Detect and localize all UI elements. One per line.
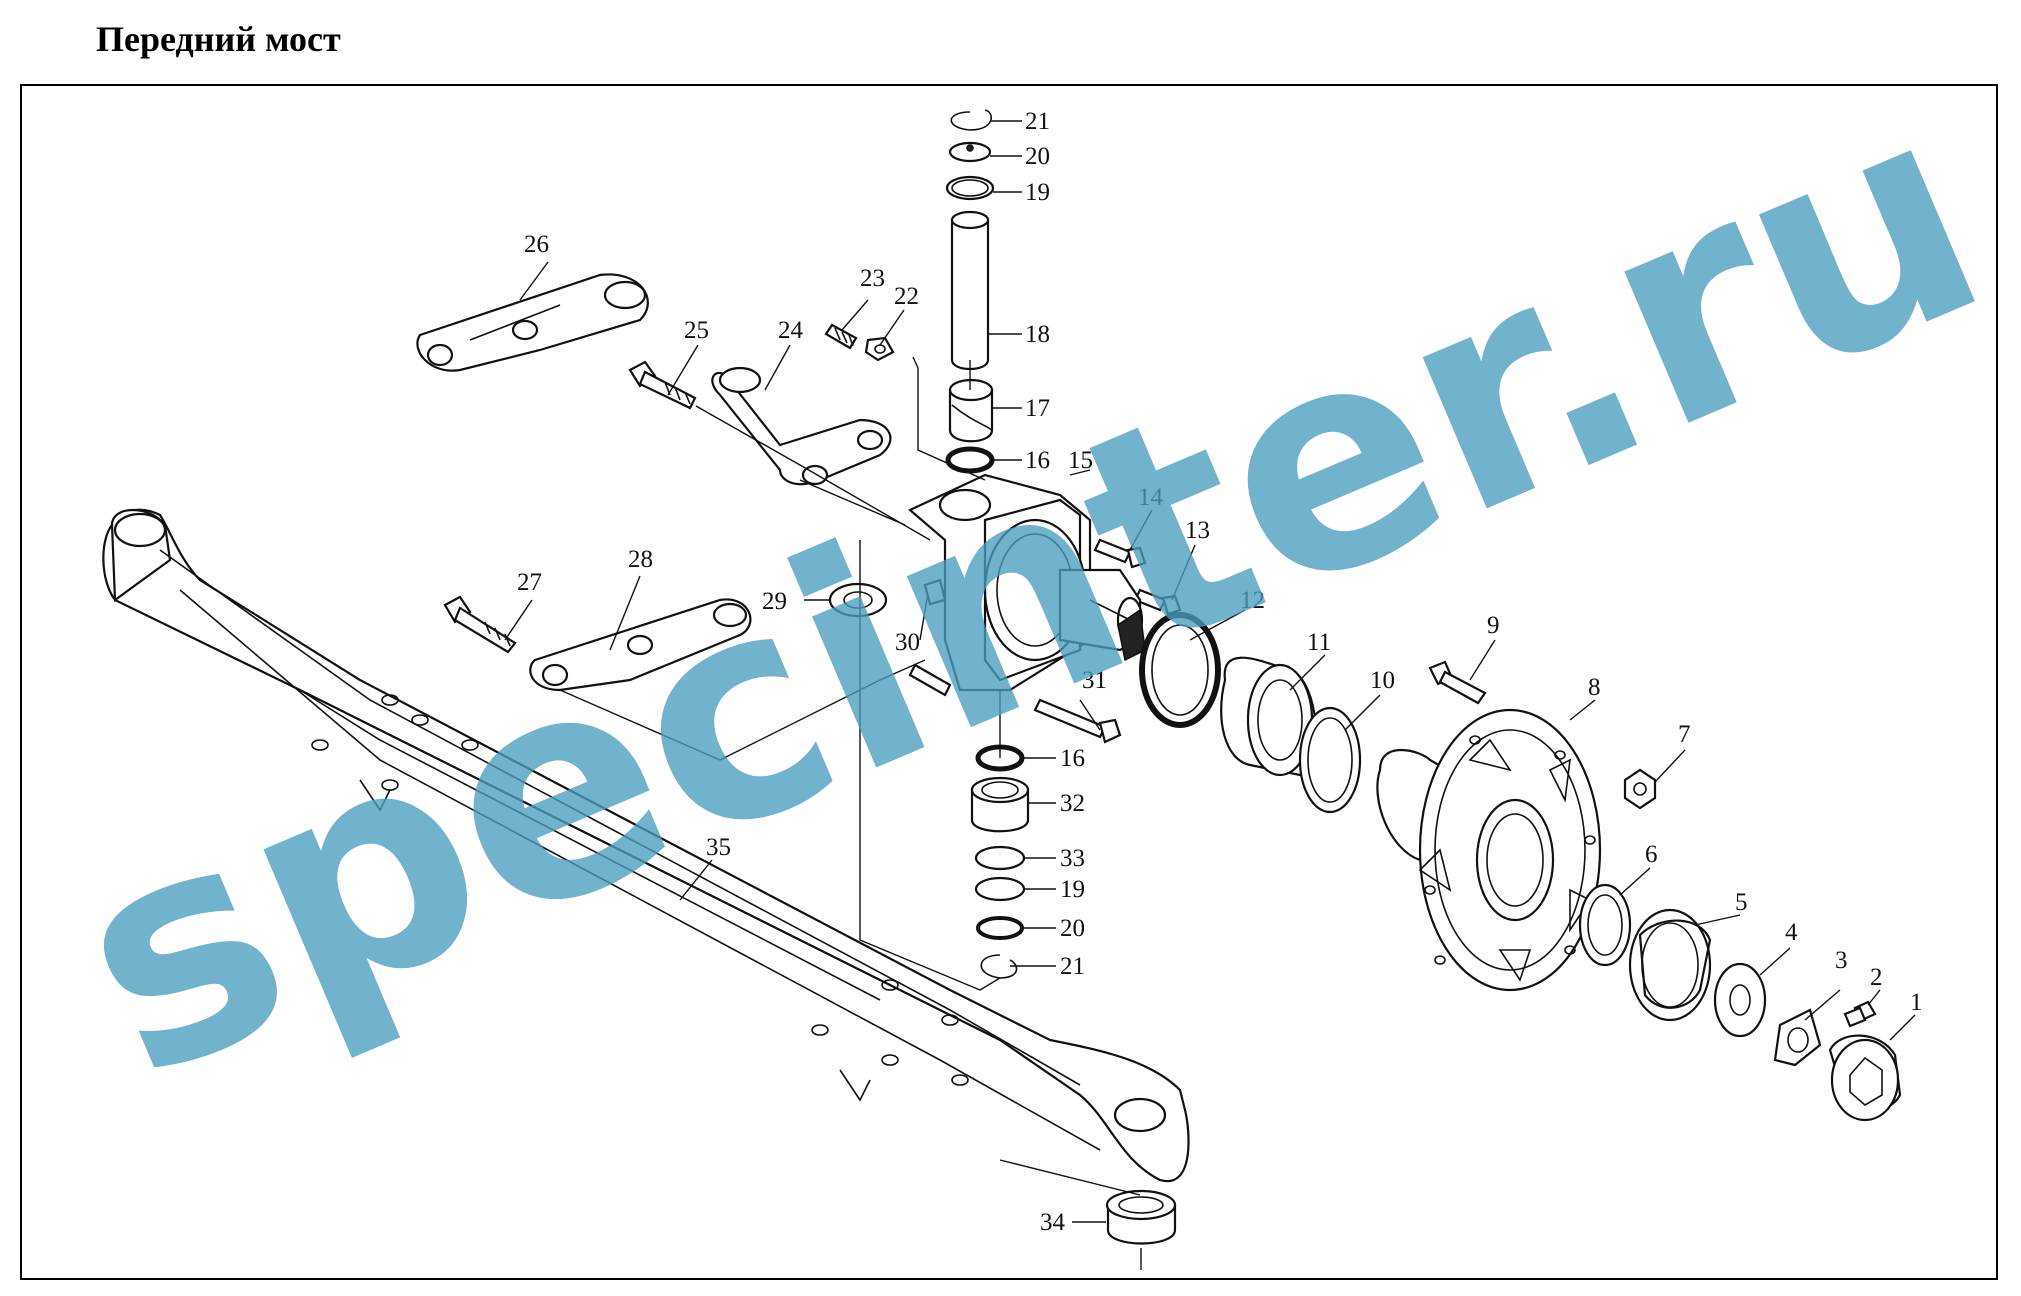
callout-30: 30 xyxy=(895,629,920,656)
callout-4: 4 xyxy=(1785,919,1798,946)
callout-11: 11 xyxy=(1307,629,1331,656)
washer-29 xyxy=(828,582,888,618)
washer-20-bottom xyxy=(976,916,1024,940)
callout-6: 6 xyxy=(1645,841,1658,868)
nut-7 xyxy=(1623,768,1657,810)
steering-knuckle xyxy=(907,473,1146,692)
callout-19-top: 19 xyxy=(1025,179,1050,206)
bolt-31 xyxy=(1033,698,1122,744)
spring-pin-23 xyxy=(824,323,858,350)
washer-4 xyxy=(1713,962,1767,1038)
callout-18: 18 xyxy=(1025,321,1050,348)
callout-1: 1 xyxy=(1910,989,1923,1016)
seal-6 xyxy=(1578,883,1632,967)
king-pin-18 xyxy=(950,218,990,371)
callout-21-top: 21 xyxy=(1025,108,1050,135)
arm-26 xyxy=(416,273,649,372)
retaining-ring-21-top xyxy=(950,109,993,131)
bearing-5 xyxy=(1628,908,1712,1022)
arm-28 xyxy=(529,598,752,692)
bolt-25 xyxy=(628,360,697,410)
callout-24: 24 xyxy=(778,317,804,344)
callout-34: 34 xyxy=(1040,1209,1066,1236)
callout-25: 25 xyxy=(684,317,709,344)
callout-9: 9 xyxy=(1487,612,1500,639)
callout-26: 26 xyxy=(524,231,549,258)
callout-19-bottom: 19 xyxy=(1060,876,1085,903)
callout-21-bottom: 21 xyxy=(1060,953,1085,980)
bushing-17 xyxy=(948,388,994,443)
callout-14: 14 xyxy=(1138,484,1164,511)
callout-23: 23 xyxy=(860,265,885,292)
ring-33 xyxy=(974,845,1026,871)
seal-12 xyxy=(1139,612,1221,728)
axle-beam xyxy=(102,508,1190,1183)
callout-33: 33 xyxy=(1060,845,1085,872)
callout-16-top: 16 xyxy=(1025,447,1050,474)
callout-27: 27 xyxy=(517,569,542,596)
washer-20-top xyxy=(948,141,992,163)
king-pin-stack-bottom xyxy=(970,744,1030,979)
callout-31: 31 xyxy=(1082,667,1107,694)
callout-2: 2 xyxy=(1870,964,1883,991)
callout-8: 8 xyxy=(1588,674,1601,701)
callout-7: 7 xyxy=(1678,721,1691,748)
callout-28: 28 xyxy=(628,546,653,573)
hub-cap-1 xyxy=(1828,1034,1902,1122)
diagram-frame xyxy=(20,84,1998,1280)
callout-20-top: 20 xyxy=(1025,143,1050,170)
callout-labels: 21 20 19 18 17 16 15 14 13 12 11 10 9 8 … xyxy=(517,108,1923,1236)
callout-13: 13 xyxy=(1185,517,1210,544)
ring-10 xyxy=(1298,706,1362,814)
callout-20-bottom: 20 xyxy=(1060,915,1085,942)
assembly-lines xyxy=(559,356,1142,1270)
callout-35: 35 xyxy=(706,834,731,861)
callout-12: 12 xyxy=(1240,587,1265,614)
callout-leaders xyxy=(504,120,1916,1223)
nut-22 xyxy=(864,336,895,362)
bolt-14 xyxy=(1093,538,1147,569)
callout-3: 3 xyxy=(1835,947,1848,974)
bearing-34 xyxy=(1105,1189,1177,1245)
bolt-30 xyxy=(908,578,952,697)
callout-5: 5 xyxy=(1735,889,1748,916)
bolt-2 xyxy=(1843,1000,1877,1028)
callout-15: 15 xyxy=(1068,447,1093,474)
lock-plate-3 xyxy=(1773,1008,1822,1067)
ring-19-bottom xyxy=(974,876,1026,902)
arm-24 xyxy=(711,366,892,486)
callout-32: 32 xyxy=(1060,790,1085,817)
bolt-9 xyxy=(1428,660,1487,705)
callout-16-bottom: 16 xyxy=(1060,745,1085,772)
callout-22: 22 xyxy=(894,283,919,310)
callout-10: 10 xyxy=(1370,667,1395,694)
callout-29: 29 xyxy=(762,588,787,615)
bolt-27 xyxy=(443,595,517,654)
beam-eye-left xyxy=(113,512,167,548)
callout-17: 17 xyxy=(1025,395,1050,422)
beam-eye-right xyxy=(1113,1097,1167,1133)
king-pin-stack-top xyxy=(945,109,995,474)
wheel-hub-8 xyxy=(1376,708,1602,992)
page-title: Передний мост xyxy=(96,19,341,59)
